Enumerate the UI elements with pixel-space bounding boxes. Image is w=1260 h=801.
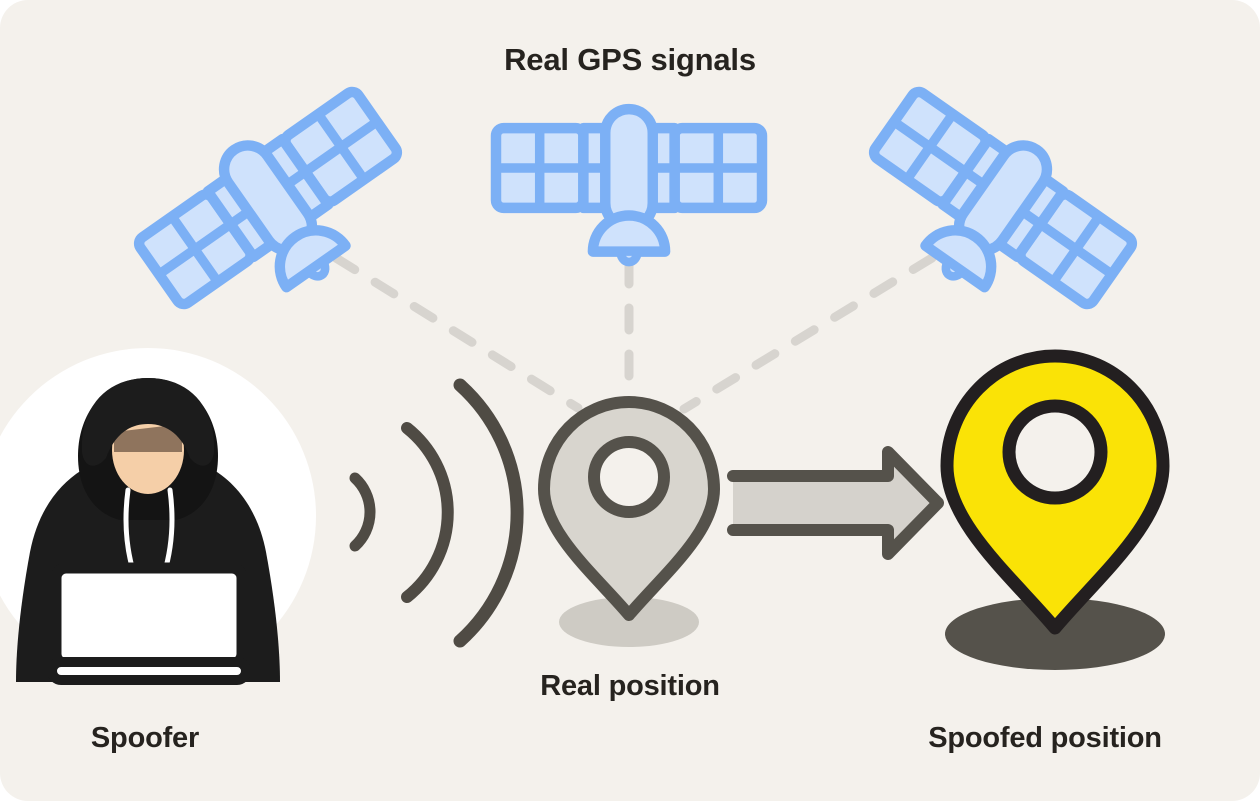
- satellite-left: [125, 73, 431, 351]
- spoof-signal-waves: [349, 378, 524, 648]
- laptop: [47, 562, 251, 685]
- hood-rim: [81, 378, 215, 466]
- label-spoofed-position: Spoofed position: [928, 722, 1162, 754]
- signal-path-left: [331, 253, 583, 413]
- satellite-center: [496, 109, 762, 262]
- spoofed-pin-hole: [1002, 399, 1108, 505]
- signal-path-right: [679, 253, 937, 414]
- laptop-base: [47, 657, 251, 685]
- laptop-screen: [50, 562, 248, 670]
- page-title: Real GPS signals: [504, 42, 756, 77]
- satellite-right: [840, 73, 1146, 351]
- label-spoofer: Spoofer: [90, 722, 200, 754]
- real-pin-shadow: [559, 597, 699, 647]
- spoofed-position-pin: [940, 349, 1170, 670]
- displacement-arrow: [727, 446, 944, 560]
- spoofer-figure: [0, 348, 316, 685]
- real-position-pin: [538, 396, 720, 647]
- label-real-position: Real position: [540, 670, 720, 702]
- real-pin-hole: [588, 436, 670, 518]
